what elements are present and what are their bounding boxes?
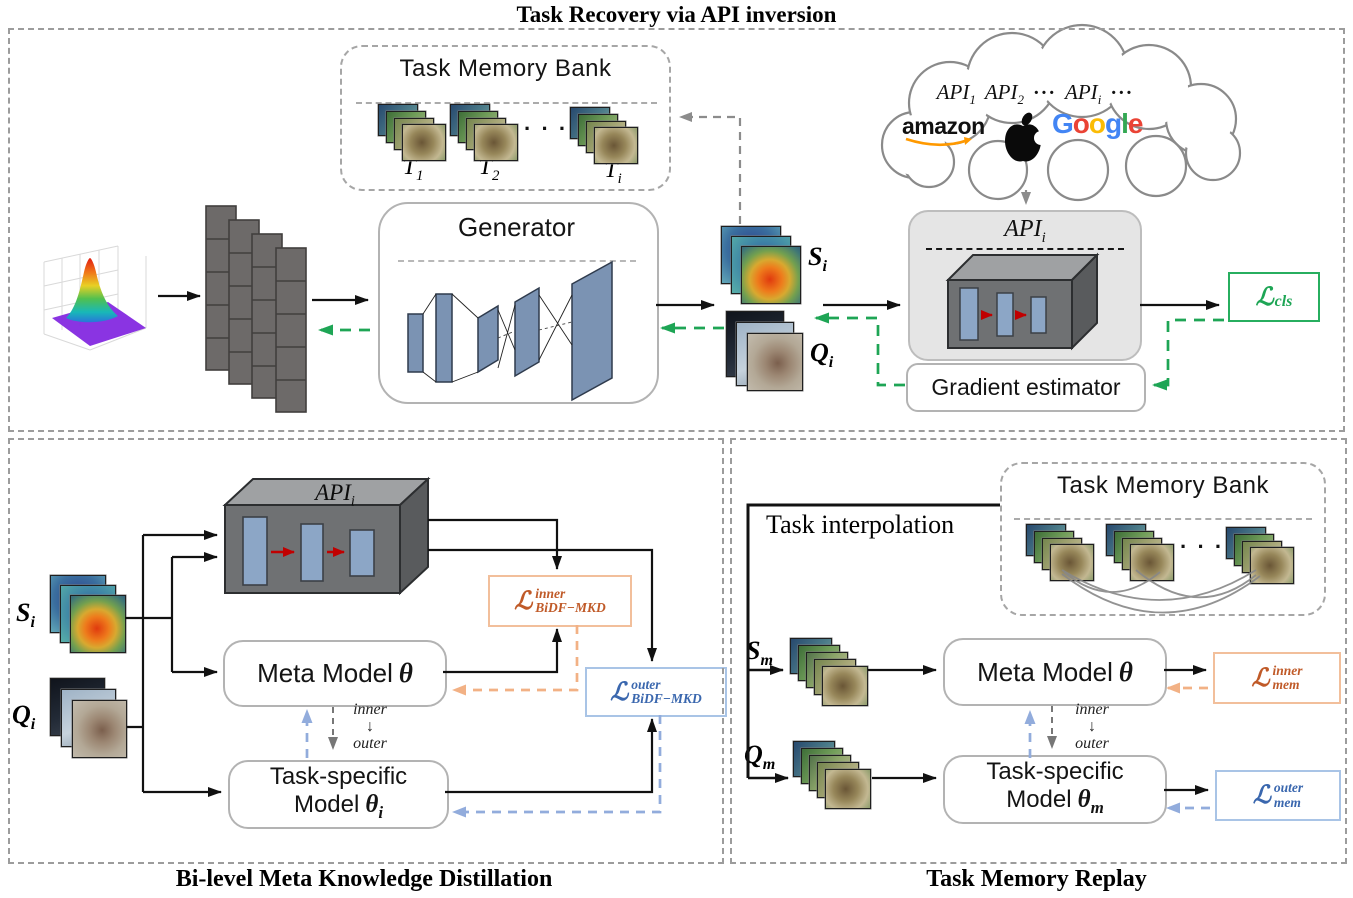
api-1-label: API1 bbox=[936, 80, 976, 108]
panel-bidf-mkd bbox=[8, 438, 724, 864]
amazon-logo: amazon bbox=[902, 113, 985, 150]
inner-outer-note-bl: inner↓outer bbox=[353, 701, 387, 752]
image-layer bbox=[72, 700, 127, 758]
api-ellipsis-2: ··· bbox=[1110, 82, 1134, 104]
caption-bidf-mkd: Bi-level Meta Knowledge Distillation bbox=[175, 866, 553, 892]
image-layer bbox=[402, 124, 446, 161]
theta-param-br: θ bbox=[1118, 656, 1133, 687]
figure-title: Task Recovery via API inversion bbox=[516, 2, 837, 27]
bank-divider-br bbox=[1014, 518, 1312, 520]
image-layer bbox=[741, 246, 801, 304]
api-box-divider bbox=[926, 248, 1124, 250]
label-si: Si bbox=[808, 242, 827, 276]
inner-outer-note-br: inner↓outer bbox=[1075, 701, 1109, 752]
label-qi-bl: Qi bbox=[12, 700, 36, 734]
bank-divider bbox=[356, 102, 657, 104]
apple-logo-icon bbox=[1005, 112, 1046, 162]
api-ellipsis: ··· bbox=[1033, 82, 1057, 104]
image-layer bbox=[594, 127, 638, 164]
image-layer bbox=[70, 595, 126, 653]
image-layer bbox=[474, 124, 518, 161]
bank-ellipsis: · · · bbox=[524, 116, 569, 141]
generator-divider bbox=[398, 260, 636, 262]
panel-memory-replay bbox=[730, 438, 1347, 864]
task-memory-bank-br: Task Memory Bank bbox=[1000, 462, 1326, 616]
cloud-api-list: API1 API2 ··· APIi ··· bbox=[885, 80, 1185, 108]
image-layer bbox=[1050, 544, 1094, 581]
bank-title: Task Memory Bank bbox=[399, 55, 612, 82]
api-box-title: APIi bbox=[1004, 216, 1046, 246]
image-layer bbox=[1130, 544, 1174, 581]
theta-param: θ bbox=[398, 658, 413, 688]
image-layer bbox=[825, 769, 871, 809]
caption-memory-replay: Task Memory Replay bbox=[926, 866, 1147, 892]
gradient-estimator-box: Gradient estimator bbox=[906, 363, 1146, 412]
image-layer bbox=[1250, 547, 1294, 584]
panel-task-recovery bbox=[8, 28, 1345, 432]
task-memory-bank-top: Task Memory Bank bbox=[340, 45, 671, 191]
api-i-label: APIi bbox=[1065, 80, 1102, 108]
theta-i-param: θi bbox=[365, 790, 384, 822]
bank-ellipsis-br: · · · bbox=[1180, 534, 1225, 559]
api-cube-bl-label: APIi bbox=[315, 480, 355, 510]
label-si-bl: Si bbox=[16, 598, 35, 632]
bank-title-br: Task Memory Bank bbox=[1056, 472, 1270, 499]
theta-m-param: θm bbox=[1077, 785, 1104, 817]
google-logo: Google bbox=[1052, 108, 1143, 139]
image-layer bbox=[747, 333, 803, 391]
api-2-label: API2 bbox=[984, 80, 1025, 108]
image-layer bbox=[822, 666, 868, 706]
generator-box bbox=[378, 202, 659, 404]
generator-title: Generator bbox=[457, 212, 576, 242]
